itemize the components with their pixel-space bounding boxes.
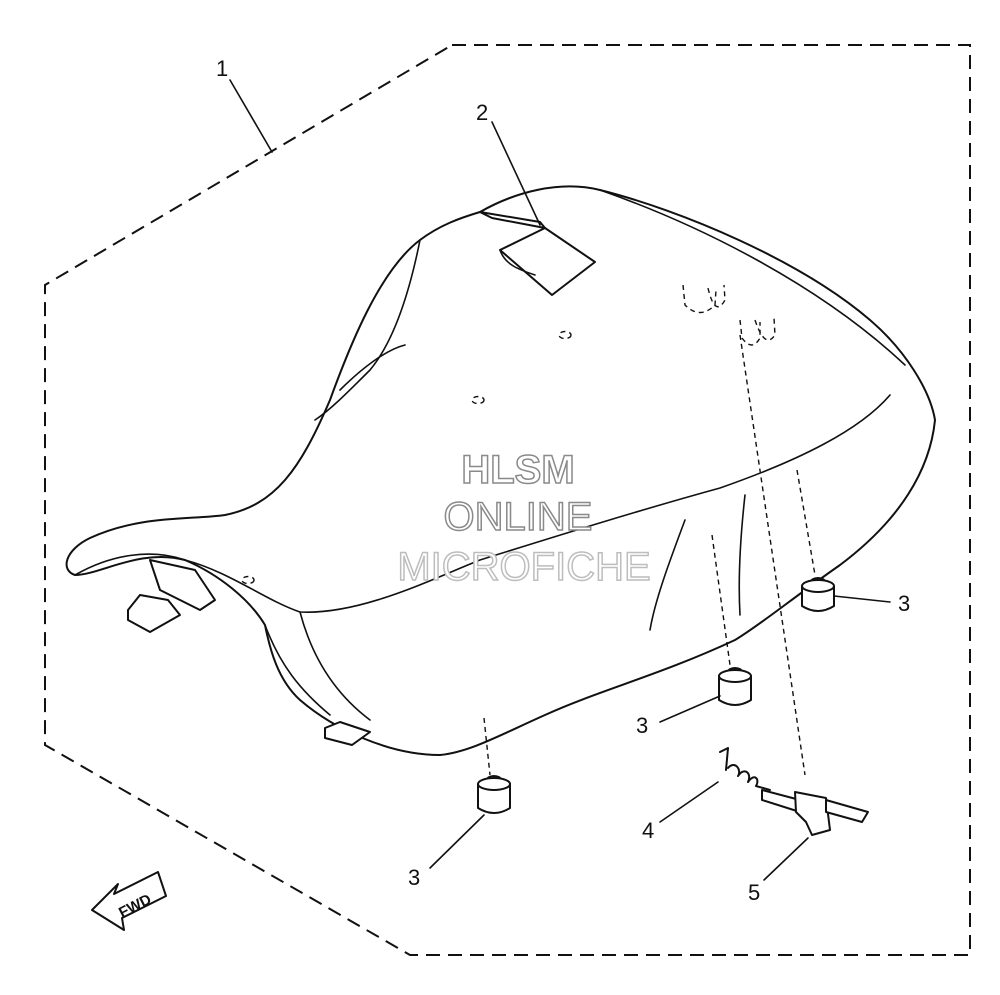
seat-strap xyxy=(479,211,596,296)
leader-4 xyxy=(659,781,719,823)
mount-hole xyxy=(558,330,572,340)
callout-3: 3 xyxy=(408,865,420,890)
leader-3a xyxy=(833,595,891,603)
callout-1: 1 xyxy=(216,56,228,81)
spring xyxy=(719,747,771,791)
seat-lock-hook xyxy=(761,789,869,836)
seat-hook-2 xyxy=(739,317,776,346)
seat-rear-ridge xyxy=(599,189,906,366)
mount-hole xyxy=(241,575,255,585)
rear-tab xyxy=(324,721,371,746)
leader-dashed xyxy=(483,717,491,776)
seat-skirt-2 xyxy=(299,611,371,721)
leader-3c xyxy=(429,814,485,869)
leader-5 xyxy=(763,837,809,881)
damper xyxy=(718,667,752,706)
watermark-line2: ONLINE xyxy=(444,495,593,539)
leader-dashed xyxy=(711,534,731,666)
seat-bolster-line-2 xyxy=(339,344,406,391)
leader-2 xyxy=(491,121,541,226)
seat-skirt xyxy=(264,624,331,716)
leader-1 xyxy=(229,79,273,153)
front-bracket xyxy=(127,559,216,633)
seat-outline xyxy=(65,185,936,756)
damper xyxy=(801,577,835,612)
watermark-line1: HLSM xyxy=(461,448,574,492)
callout-3: 3 xyxy=(898,591,910,616)
seat-underside-line-2 xyxy=(738,494,746,616)
callout-4: 4 xyxy=(642,818,654,843)
damper xyxy=(477,775,511,814)
seat-body xyxy=(65,185,936,756)
seat-crease xyxy=(74,394,891,613)
watermark-line3: MICROFICHE xyxy=(397,545,650,589)
leader-dashed xyxy=(739,334,806,776)
callout-3: 3 xyxy=(636,713,648,738)
mount-hole xyxy=(471,395,485,405)
assembly-boundary xyxy=(44,44,971,956)
seat-underside-line xyxy=(649,519,686,631)
leader-3b xyxy=(659,695,721,723)
seat-hook xyxy=(682,284,726,314)
seat-bolster-line xyxy=(314,239,421,421)
callout-2: 2 xyxy=(476,100,488,125)
forward-arrow-icon: FWD xyxy=(91,871,167,931)
callout-5: 5 xyxy=(748,880,760,905)
